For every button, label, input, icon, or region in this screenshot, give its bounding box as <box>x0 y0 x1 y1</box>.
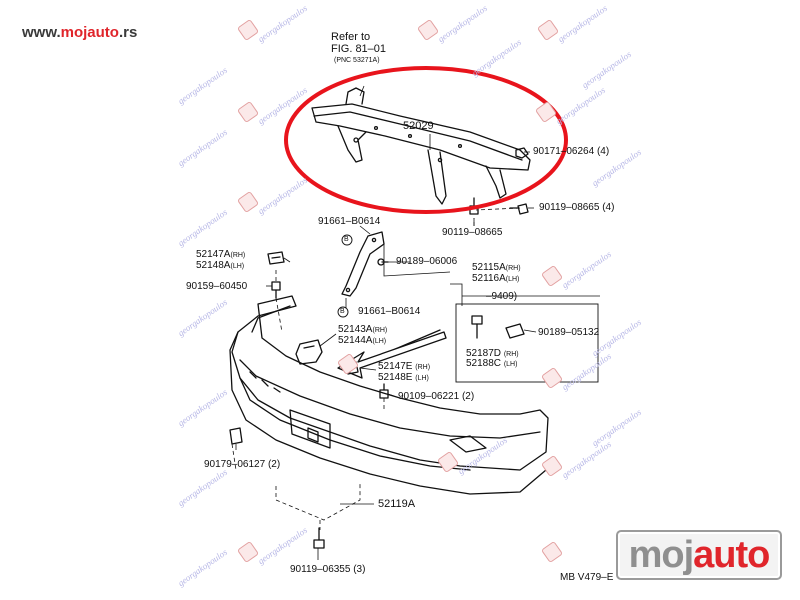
label-52148e: 52148E (LH) <box>378 372 429 383</box>
label-91661-top: 91661–B0614 <box>318 216 381 227</box>
arrow-head <box>337 331 447 379</box>
label-91661-bottom: 91661–B0614 <box>358 306 421 317</box>
label-52147e: 52147E (RH) <box>378 361 431 372</box>
site-url-brand: mojauto <box>60 24 119 41</box>
label-52148a: 52148A(LH) <box>196 260 245 271</box>
bolt-90119-08665-4 <box>509 203 529 215</box>
nut-90189-05132 <box>505 323 525 339</box>
bolt-90119-06355 <box>313 527 325 549</box>
label-52115a: 52115A(RH) <box>472 262 521 273</box>
label-52143a: 52143A(RH) <box>338 324 388 335</box>
mojauto-logo: mojauto <box>616 530 782 580</box>
clip-90179-06127 <box>229 427 243 445</box>
label-refer-to: Refer to <box>331 31 371 43</box>
site-url-prefix: www. <box>22 24 61 41</box>
label-90159-60450: 90159–60450 <box>186 281 248 292</box>
label-b-top: B <box>344 236 349 243</box>
label-90179-06127: 90179–06127 (2) <box>204 459 281 470</box>
bracket-52115a <box>341 231 385 297</box>
label-52144a: 52144A(LH) <box>338 335 387 346</box>
label-pnc-ref: (PNC 53271A) <box>334 57 380 64</box>
b-marker-bottom <box>337 306 349 318</box>
screw-52187d <box>471 315 483 339</box>
screw-90159-60450 <box>271 281 281 299</box>
bolt-90109-06221 <box>379 383 389 399</box>
label-fig-ref: FIG. 81–01 <box>331 43 387 55</box>
label-52119a: 52119A <box>378 498 416 510</box>
label-b-bottom: B <box>340 308 345 315</box>
label-mb-code: MB V479–E <box>560 572 614 583</box>
label-90189-06006: 90189–06006 <box>396 256 458 267</box>
support-beam-52029 <box>311 87 531 205</box>
label-90119-08665: 90119–08665 <box>442 227 503 238</box>
label-52187d: 52187D (RH) <box>466 348 519 359</box>
b-marker-top <box>341 234 353 246</box>
label-52147a: 52147A(RH) <box>196 249 246 260</box>
label-52029: 52029 <box>403 120 434 132</box>
label-52116a: 52116A(LH) <box>472 273 520 284</box>
retainer-52143a <box>295 339 323 365</box>
label-9409: –9409) <box>486 291 518 302</box>
label-90119-06355: 90119–06355 (3) <box>290 564 366 575</box>
label-90189-05132: 90189–05132 <box>538 327 600 338</box>
inset-box <box>455 303 599 383</box>
label-90171-06264: 90171–06264 (4) <box>533 146 610 157</box>
highlight-ellipse <box>284 66 568 214</box>
bumper-cover-52119a <box>229 295 549 495</box>
label-52188c: 52188C (LH) <box>466 358 518 369</box>
nut-90171-06264 <box>515 147 529 159</box>
site-url[interactable]: www.mojauto.rs <box>22 24 137 41</box>
clip-52147a <box>267 251 285 265</box>
site-url-suffix: .rs <box>118 24 138 41</box>
label-90109-06221: 90109–06221 (2) <box>398 391 475 402</box>
label-90119-08665-4: 90119–08665 (4) <box>539 202 615 213</box>
